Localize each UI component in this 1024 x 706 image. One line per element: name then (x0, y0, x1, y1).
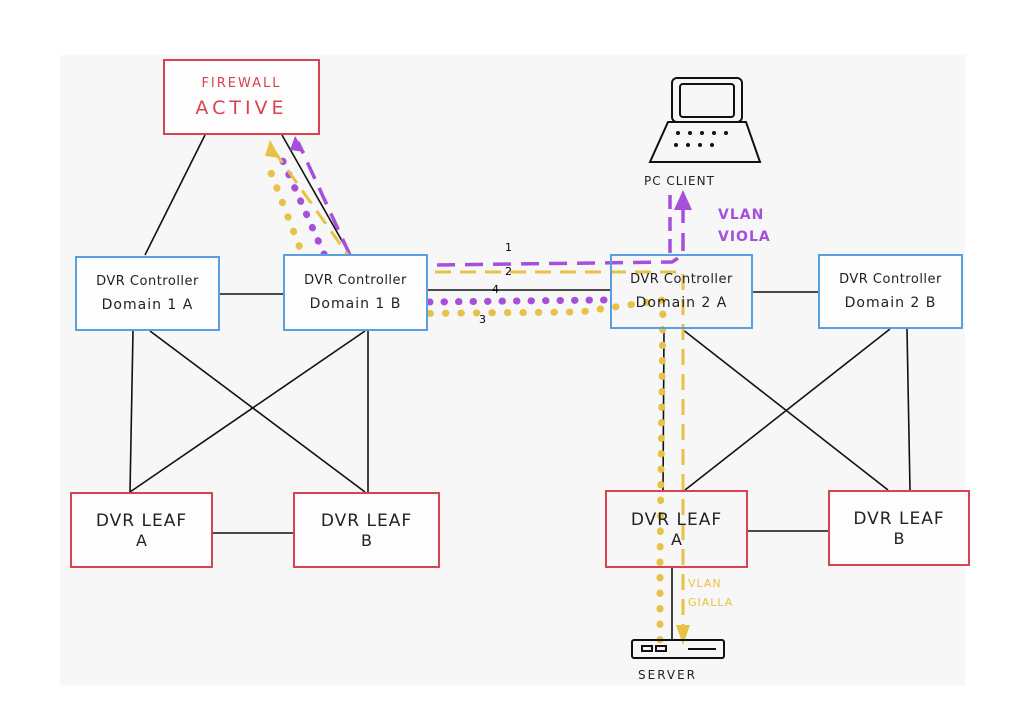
link-2a-leaf2b (681, 328, 889, 491)
vlan-gialla-line1: VLAN (688, 577, 722, 590)
controller-domain-1b: DVR Controller Domain 1 B (283, 254, 428, 331)
link-2b-leaf2a (684, 328, 891, 491)
link-2b-leaf2b (906, 328, 911, 491)
firewall-title: FIREWALL (201, 75, 282, 91)
vlan-gialla-label: VLAN GIALLA (688, 574, 733, 612)
leaf-domain1-b: DVR LEAF B (293, 492, 440, 568)
leaf-label: DVR LEAF (95, 510, 188, 531)
controller-label: DVR Controller (839, 272, 942, 287)
diagram-background (60, 55, 965, 685)
leaf-id: B (361, 530, 372, 550)
controller-domain-2b: DVR Controller Domain 2 B (818, 254, 963, 329)
leaf-id: A (136, 530, 147, 550)
controller-domain: Domain 1 A (101, 297, 194, 313)
leaf-label: DVR LEAF (320, 510, 413, 531)
controller-domain: Domain 2 B (844, 295, 937, 311)
controller-label: DVR Controller (630, 272, 733, 287)
vlan-gialla-dotted-path (264, 161, 667, 644)
leaf-label: DVR LEAF (630, 509, 723, 530)
vlan-viola-line1: VLAN (718, 207, 765, 223)
controller-label: DVR Controller (304, 273, 407, 288)
vlan-viola-line2: VIOLA (718, 229, 771, 245)
vlan-gialla-line2: GIALLA (688, 596, 734, 609)
path-number-3: 3 (479, 313, 486, 326)
vlan-viola-arrowhead-fw (290, 136, 305, 152)
leaf-domain2-b: DVR LEAF B (828, 490, 970, 566)
controller-domain-2a: DVR Controller Domain 2 A (610, 254, 753, 329)
firewall-status: ACTIVE (195, 96, 288, 119)
link-1a-leafa (129, 330, 134, 493)
link-fw-1a (144, 134, 206, 256)
controller-domain-1a: DVR Controller Domain 1 A (75, 256, 220, 331)
link-1a-leafb (149, 330, 366, 493)
leaf-label: DVR LEAF (853, 508, 945, 529)
leaf-id: B (893, 528, 905, 548)
server-label: SERVER (638, 668, 698, 682)
server-icon (631, 639, 725, 659)
path-number-1: 1 (505, 241, 512, 254)
vlan-gialla-arrowhead-server (676, 625, 690, 645)
pc-client-label: PC CLIENT (644, 174, 715, 188)
controller-domain: Domain 2 A (635, 295, 728, 311)
vlan-gialla-path (270, 147, 685, 640)
leaf-id: A (671, 529, 682, 549)
leaf-domain2-a: DVR LEAF A (605, 490, 748, 568)
link-1b-leafa (129, 330, 366, 493)
path-number-2: 2 (505, 265, 512, 278)
vlan-gialla-arrowhead-fw (265, 140, 280, 158)
vlan-viola-arrowhead-pc (674, 190, 692, 210)
firewall-node: FIREWALL ACTIVE (163, 59, 320, 135)
controller-domain: Domain 1 B (309, 296, 402, 312)
vlan-viola-path (296, 141, 685, 268)
leaf-domain1-a: DVR LEAF A (70, 492, 213, 568)
link-fw-1b (281, 134, 351, 256)
controller-label: DVR Controller (96, 274, 199, 289)
vlan-viola-label: VLAN VIOLA (718, 204, 771, 248)
path-number-4: 4 (492, 283, 499, 296)
laptop-icon (648, 77, 762, 163)
